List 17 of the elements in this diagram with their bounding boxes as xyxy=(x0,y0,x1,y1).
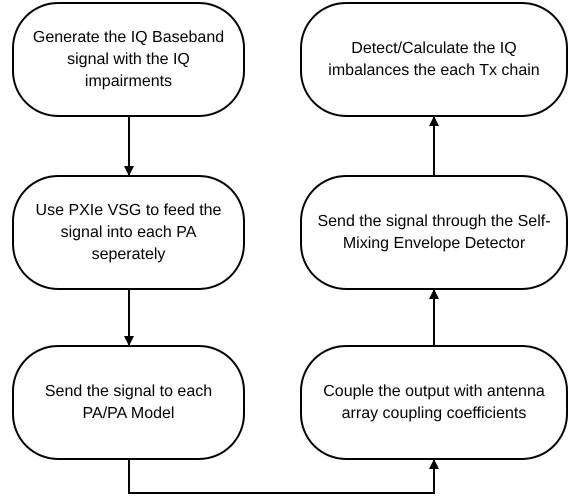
step-text: Send the signal to each PA/PA Model xyxy=(44,382,214,424)
process-box xyxy=(12,2,245,117)
arrow xyxy=(128,459,439,494)
step-text: Use PXIe VSG to feed the signal into each PA seperately xyxy=(34,200,222,264)
process-box xyxy=(12,175,245,290)
process-box xyxy=(300,2,568,117)
step-text: Detect/Calculate the IQ imbalances the each Tx chain xyxy=(327,38,541,80)
step-text: Couple the output with antenna array coupling coefficients xyxy=(322,382,546,424)
step-text: Generate the IQ Baseband signal with the IQ impairments xyxy=(32,28,226,92)
process-box xyxy=(12,345,245,460)
process-box xyxy=(300,175,568,290)
arrow xyxy=(124,117,134,176)
arrow xyxy=(429,289,439,345)
step-text: Send the signal through the Self-Mixing Envelope Detector xyxy=(316,212,552,254)
arrow xyxy=(429,116,439,175)
arrow xyxy=(124,290,134,346)
process-box xyxy=(300,345,568,460)
